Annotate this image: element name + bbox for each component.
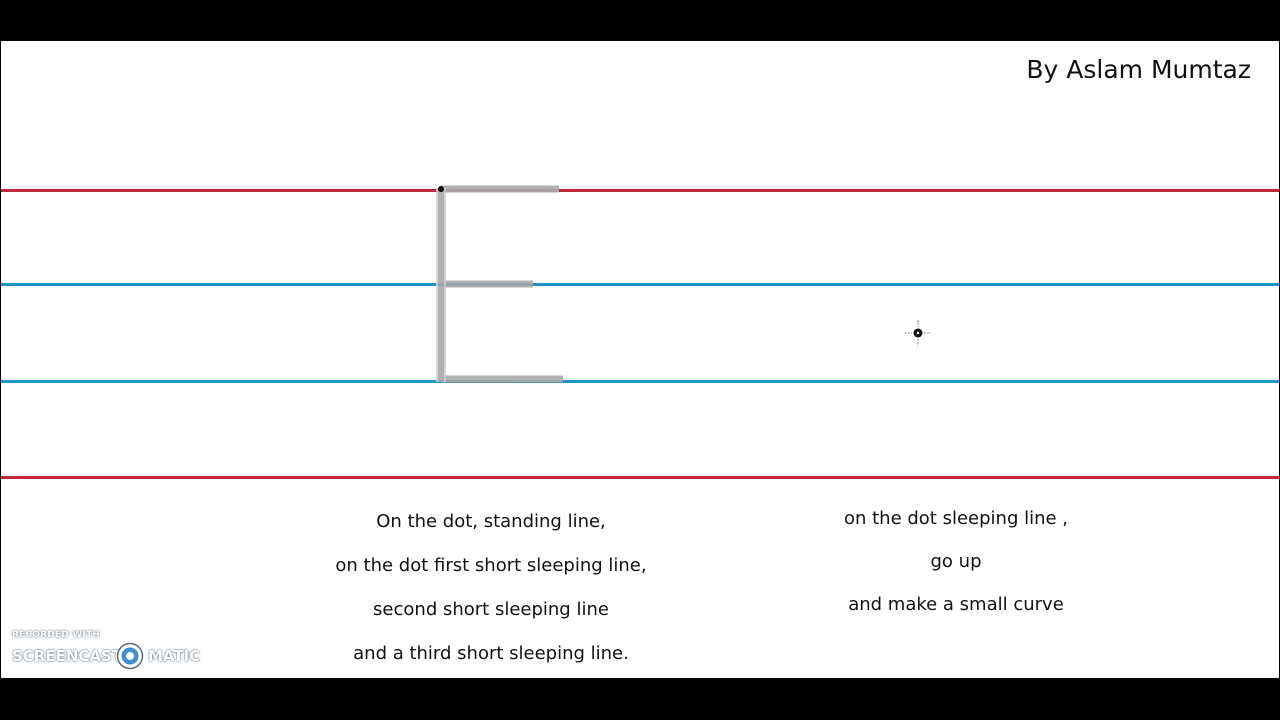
bottom-guide-line <box>1 476 1279 479</box>
instruction-line: on the dot first short sleeping line, <box>335 555 647 576</box>
start-dot <box>438 186 444 192</box>
middle-guide-line <box>1 283 1279 286</box>
instruction-line: and make a small curve <box>848 594 1064 615</box>
left-instructions: On the dot, standing line, on the dot fi… <box>241 509 741 678</box>
handwriting-board: By Aslam Mumtaz <box>1 41 1279 678</box>
watermark-brand-right: MATIC <box>148 647 201 665</box>
top-guide-line <box>1 189 1279 192</box>
screencast-matic-logo-icon <box>116 642 144 670</box>
watermark-recorded-label: RECORDED WITH <box>12 630 101 640</box>
instruction-line: on the dot sleeping line , <box>843 508 1069 529</box>
crosshair-cursor-icon <box>905 320 931 346</box>
base-guide-line <box>1 380 1279 383</box>
author-credit: By Aslam Mumtaz <box>1026 55 1251 84</box>
instruction-line: On the dot, standing line, <box>376 511 606 532</box>
instruction-line: second short sleeping line <box>373 599 609 620</box>
right-instructions: on the dot sleeping line , go up and mak… <box>781 506 1131 635</box>
screencast-watermark: RECORDED WITH SCREENCAST MATIC <box>12 630 212 676</box>
watermark-brand-left: SCREENCAST <box>12 647 123 665</box>
instruction-line: go up <box>930 551 982 572</box>
instruction-line: and a third short sleeping line. <box>353 643 629 664</box>
letter-e-drawing <box>436 185 931 383</box>
